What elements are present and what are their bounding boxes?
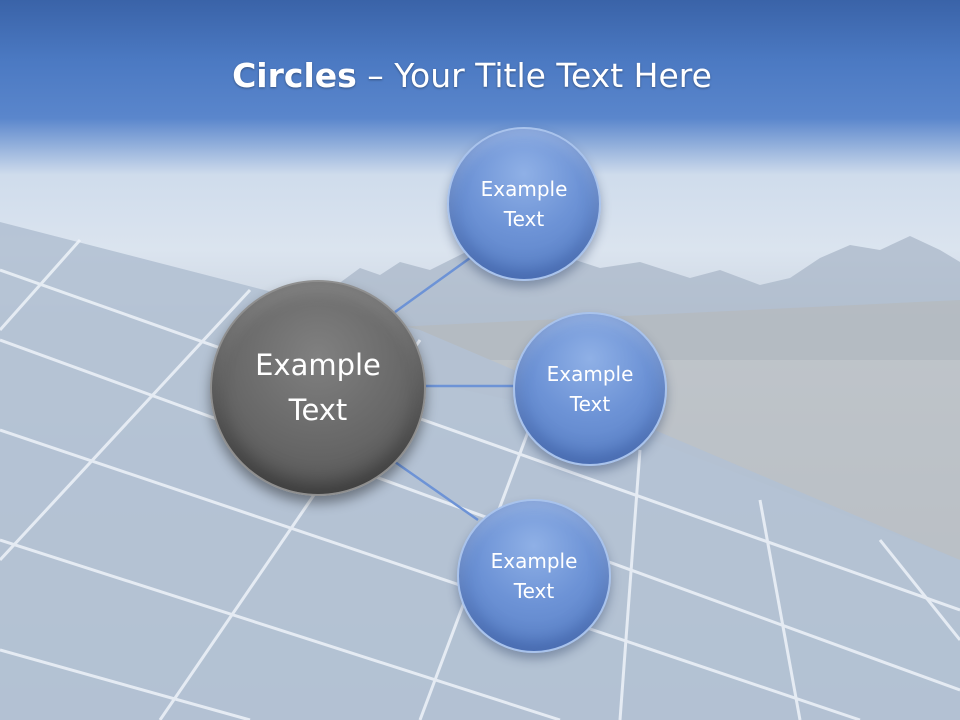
circle-middle[interactable]: Example Text (513, 312, 667, 466)
slide-title: Circles – Your Title Text Here (0, 56, 944, 95)
circle-bottom[interactable]: Example Text (457, 499, 611, 653)
center-circle[interactable]: Example Text (210, 280, 426, 496)
title-bold: Circles (232, 56, 357, 95)
connector-top (394, 256, 471, 314)
circle-middle-label: Example Text (546, 362, 634, 416)
title-rest: – Your Title Text Here (356, 56, 712, 95)
circle-top[interactable]: Example Text (447, 127, 601, 281)
center-circle-label: Example Text (255, 348, 381, 427)
circle-bottom-label: Example Text (490, 549, 578, 603)
circle-top-label: Example Text (480, 177, 568, 231)
connector-bottom (394, 460, 479, 522)
